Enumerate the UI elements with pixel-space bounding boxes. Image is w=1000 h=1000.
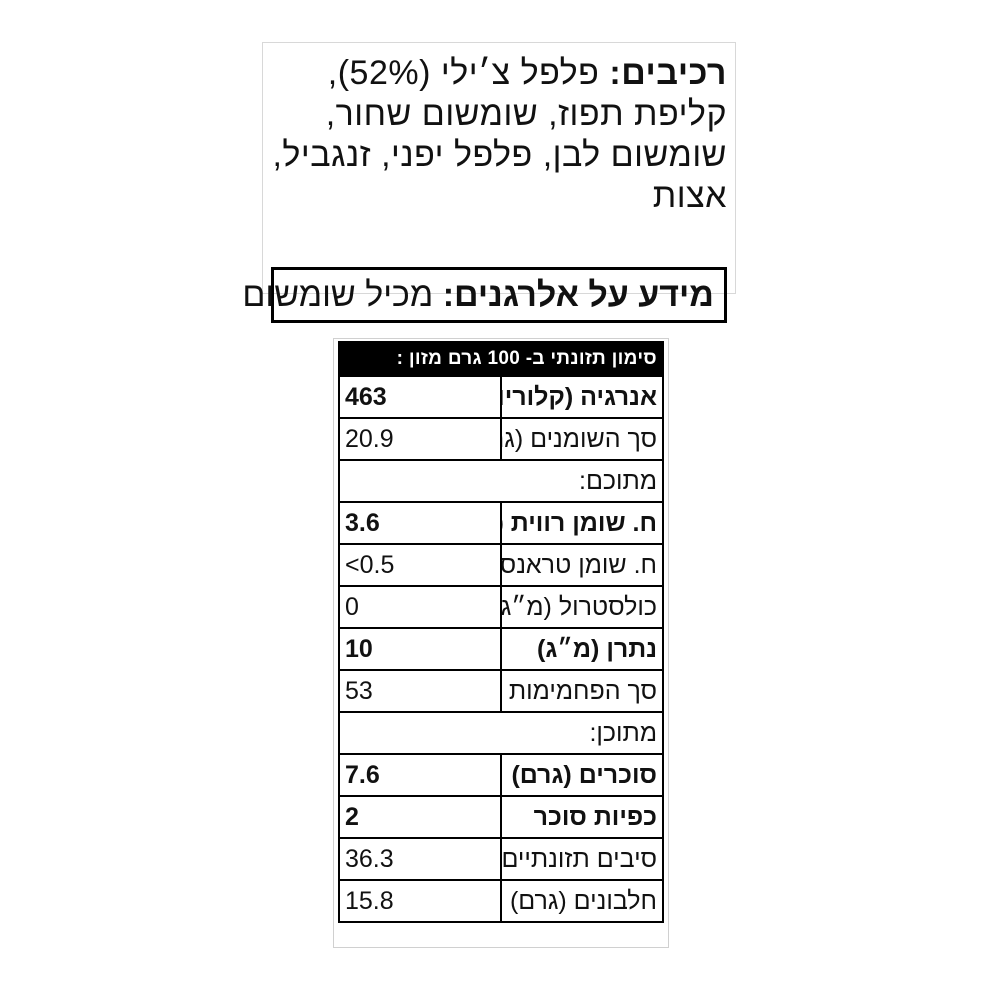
nutrition-label: סך השומנים (גרם): [500, 417, 664, 461]
nutrition-value: 20.9: [338, 417, 502, 461]
nutrition-row: 3.6ח. שומן רווית (גרם): [338, 501, 664, 545]
nutrition-label: ח. שומן טראנס (גרם): [500, 543, 664, 587]
nutrition-value: 3.6: [338, 501, 502, 545]
nutrition-value: <0.5: [338, 543, 502, 587]
nutrition-value: 53: [338, 669, 502, 713]
nutrition-label: כפיות סוכר: [500, 795, 664, 839]
ingredients-paragraph: רכיבים: פלפל צ׳ילי (52%), קליפת תפוז, שו…: [269, 53, 727, 217]
nutrition-header: סימון תזונתי ב- 100 גרם מזון :: [338, 341, 664, 377]
nutrition-value: 0: [338, 585, 502, 629]
nutrition-row: מתוכם:: [338, 459, 664, 503]
nutrition-label: אנרגיה (קלוריות): [500, 375, 664, 419]
ingredients-list: פלפל צ׳ילי (52%), קליפת תפוז, שומשום שחו…: [272, 54, 727, 215]
nutrition-label: נתרן (מ״ג): [500, 627, 664, 671]
nutrition-value: 2: [338, 795, 502, 839]
nutrition-value: 10: [338, 627, 502, 671]
nutrition-label: סך הפחמימות (גרם): [500, 669, 664, 713]
nutrition-value: 7.6: [338, 753, 502, 797]
nutrition-subheading: מתוכן:: [338, 711, 664, 755]
allergen-info-box: מידע על אלרגנים: מכיל שומשום: [242, 267, 727, 323]
nutrition-label: חלבונים (גרם): [500, 879, 664, 923]
nutrition-subheading: מתוכם:: [338, 459, 664, 503]
allergen-heading: מידע על אלרגנים:: [442, 276, 714, 314]
nutrition-row: <0.5ח. שומן טראנס (גרם): [338, 543, 664, 587]
nutrition-row: מתוכן:: [338, 711, 664, 755]
nutrition-value: 15.8: [338, 879, 502, 923]
nutrition-label: סיבים תזונתיים (גרם): [500, 837, 664, 881]
nutrition-header-row: סימון תזונתי ב- 100 גרם מזון :: [338, 341, 664, 377]
nutrition-label: ח. שומן רווית (גרם): [500, 501, 664, 545]
nutrition-label: סוכרים (גרם): [500, 753, 664, 797]
ingredients-heading: רכיבים:: [609, 54, 727, 92]
nutrition-row: 20.9סך השומנים (גרם): [338, 417, 664, 461]
nutrition-value: 36.3: [338, 837, 502, 881]
allergen-text: מכיל שומשום: [242, 276, 434, 314]
ingredients-panel: רכיבים: פלפל צ׳ילי (52%), קליפת תפוז, שו…: [242, 42, 736, 323]
nutrition-label: כולסטרול (מ״ג): [500, 585, 664, 629]
nutrition-value: 463: [338, 375, 502, 419]
